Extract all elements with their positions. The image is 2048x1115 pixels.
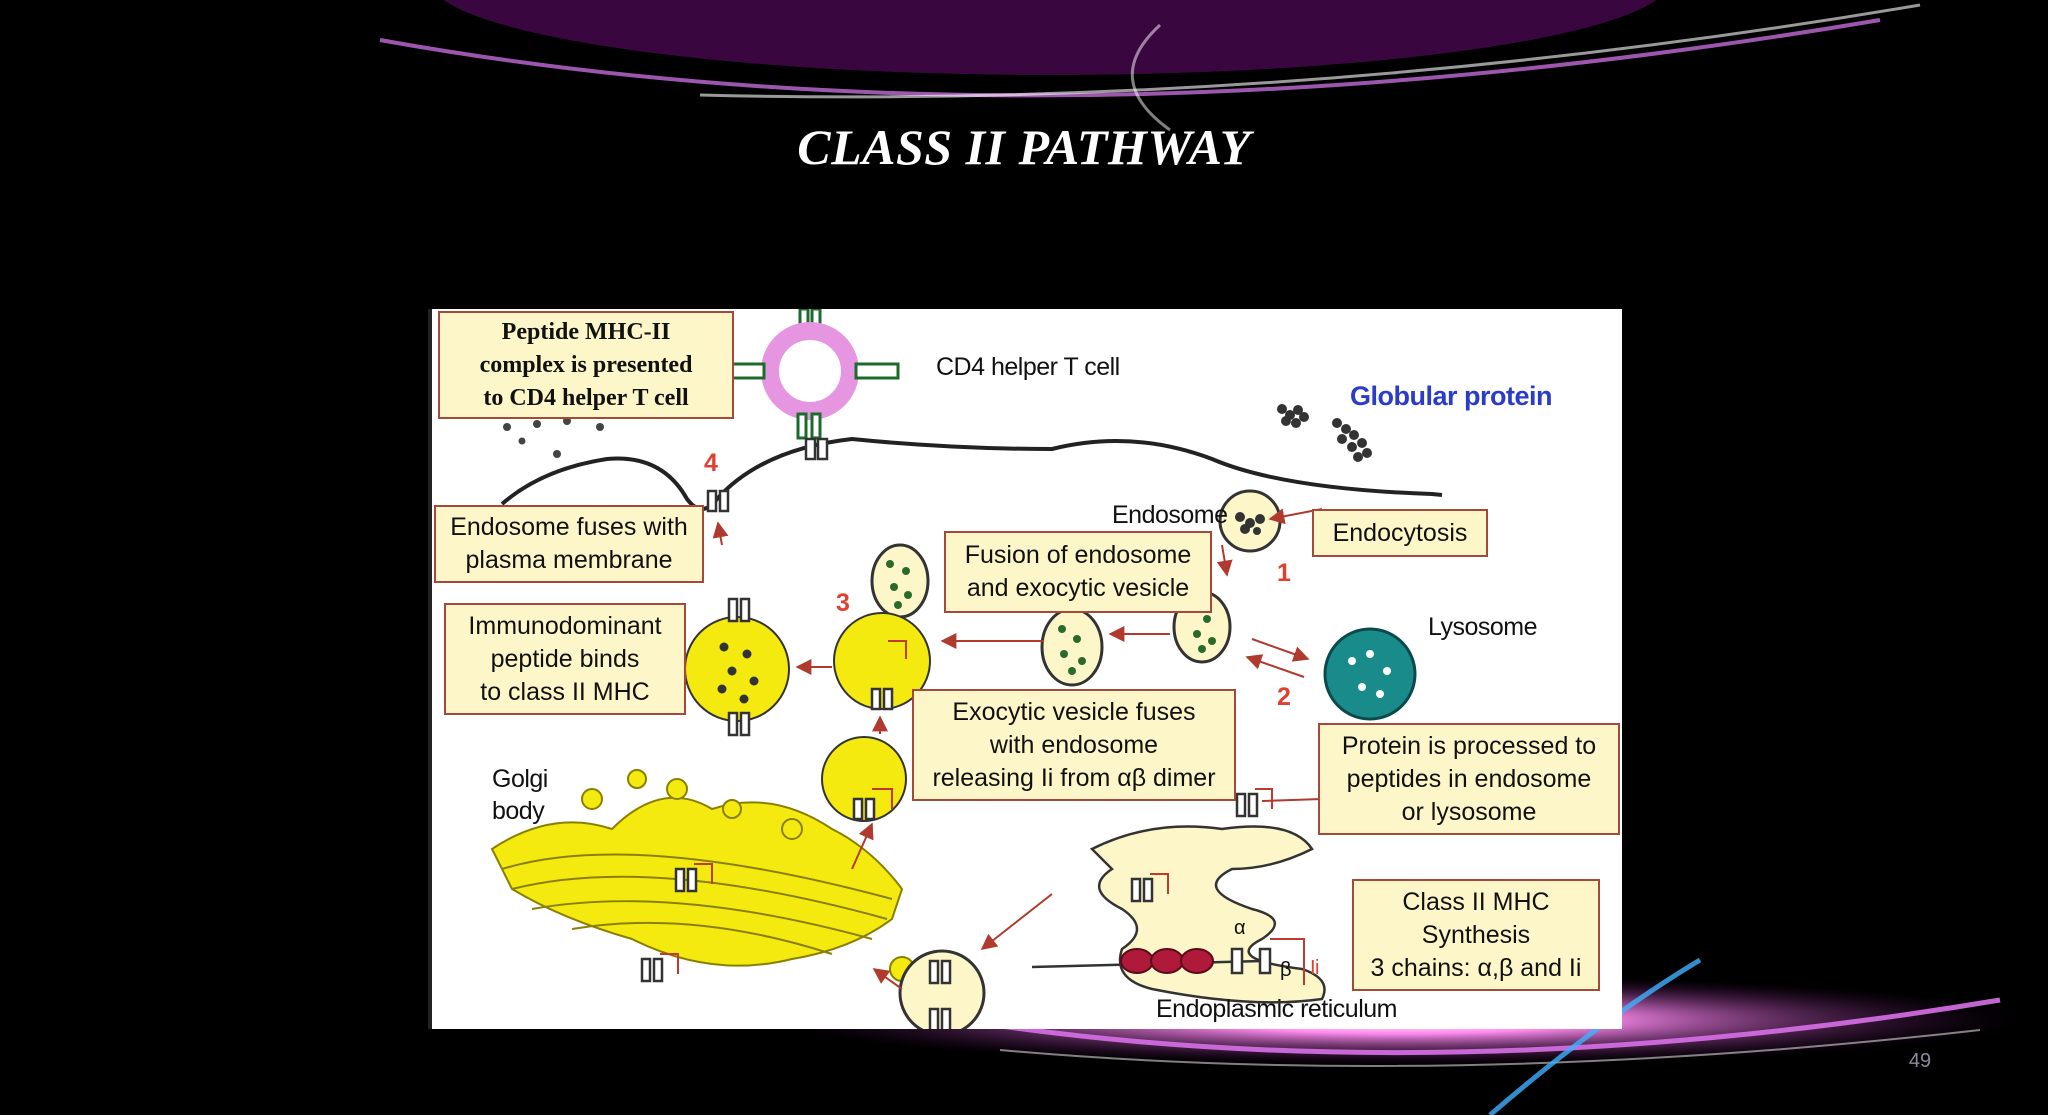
label-endoplasmic-reticulum: Endoplasmic reticulum — [1156, 995, 1398, 1023]
step-number-3: 3 — [836, 589, 850, 617]
label-box-fusion-endosome-exocytic: Fusion of endosome and exocytic vesicle — [944, 531, 1212, 613]
label-text: Endosome fuses with plasma membrane — [450, 513, 688, 574]
label-box-peptide-presented: Peptide MHC-II complex is presented to C… — [438, 311, 734, 419]
endoplasmic-reticulum — [1031, 788, 1326, 1004]
plasma-membrane — [500, 436, 1443, 511]
label-alpha-chain: α — [1234, 917, 1246, 939]
label-text: Peptide MHC-II complex is presented to C… — [479, 318, 693, 411]
label-text: Immunodominant peptide binds to class II… — [468, 611, 662, 706]
label-text: Protein is processed to peptides in endo… — [1341, 731, 1597, 826]
pathway-arrows — [712, 508, 1323, 990]
label-cd4-helper-t-cell: CD4 helper T cell — [936, 353, 1120, 381]
label-box-immunodominant-peptide: Immunodominant peptide binds to class II… — [444, 603, 686, 715]
label-lysosome: Lysosome — [1428, 613, 1538, 641]
vesicle-immunodominant-binding — [684, 597, 790, 737]
endosome-vesicle — [1218, 489, 1282, 553]
label-beta-chain: β — [1280, 959, 1292, 981]
er-transport-vesicle — [898, 949, 986, 1029]
label-text: Fusion of endosome and exocytic vesicle — [964, 541, 1192, 602]
label-box-exocytic-vesicle-fuses: Exocytic vesicle fuses with endosome rel… — [912, 689, 1236, 801]
label-endosome: Endosome — [1112, 501, 1228, 529]
label-text: Class II MHC Synthesis 3 chains: α,β and… — [1370, 887, 1582, 982]
exocytic-vesicle — [821, 736, 907, 822]
label-text: Exocytic vesicle fuses with endosome rel… — [932, 697, 1216, 792]
label-box-endocytosis: Endocytosis — [1312, 509, 1488, 557]
label-text: Endocytosis — [1332, 518, 1468, 547]
endosome-fused-3 — [870, 543, 930, 619]
diagram-artwork — [490, 309, 1443, 1029]
label-globular-protein: Globular protein — [1350, 381, 1553, 411]
label-box-class-ii-synthesis: Class II MHC Synthesis 3 chains: α,β and… — [1352, 879, 1600, 991]
endosome-with-peptides-2 — [1040, 607, 1104, 687]
label-ii-chain: Ii — [1310, 957, 1320, 979]
cd4-t-cell-receptor — [720, 309, 900, 461]
mhc-at-membrane — [706, 489, 730, 513]
label-box-endosome-fuses-membrane: Endosome fuses with plasma membrane — [434, 505, 704, 583]
slide-number: 49 — [1908, 1050, 1932, 1072]
peptide-dots — [503, 417, 604, 458]
label-box-protein-processed: Protein is processed to peptides in endo… — [1318, 723, 1620, 835]
golgi-body — [490, 769, 915, 983]
globular-protein-clusters — [1277, 404, 1372, 462]
slide-title: CLASS II PATHWAY — [797, 119, 1251, 175]
step-number-2: 2 — [1277, 683, 1291, 711]
label-golgi-body: Golgi body — [492, 765, 548, 825]
lysosome-vesicle — [1323, 627, 1417, 721]
class-ii-pathway-diagram: Peptide MHC-II complex is presented to C… — [428, 309, 1622, 1029]
step-number-1: 1 — [1277, 559, 1291, 587]
vesicle-fusing — [833, 612, 931, 711]
step-number-4: 4 — [704, 449, 718, 477]
